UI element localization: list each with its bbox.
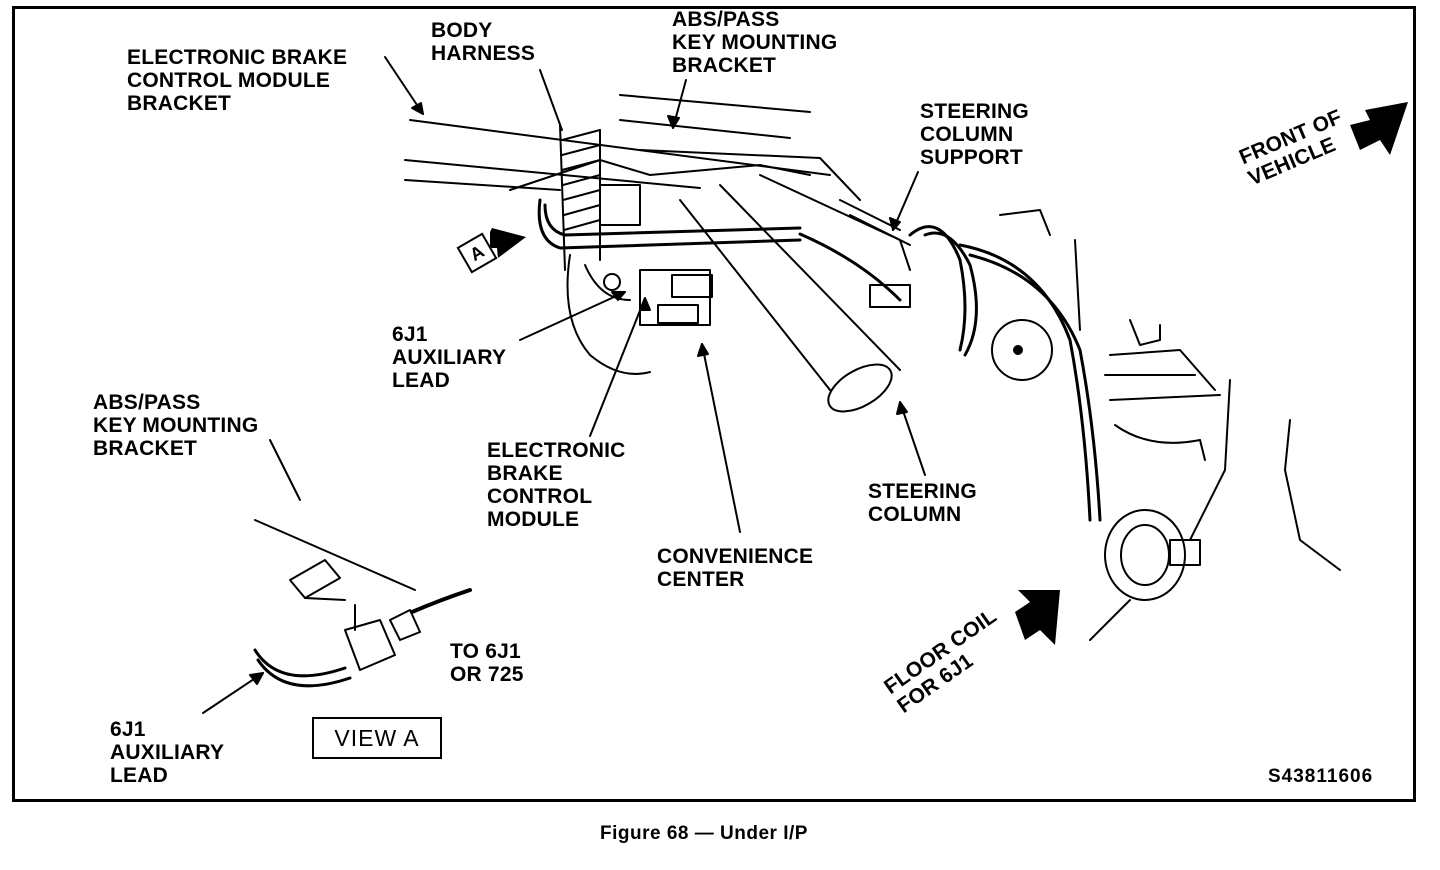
label-ebcm: ELECTRONIC BRAKE CONTROL MODULE — [487, 439, 626, 531]
harness-across — [537, 198, 902, 302]
instrument-panel-structure — [404, 94, 901, 231]
label-abs-bracket-view: ABS/PASS KEY MOUNTING BRACKET — [93, 391, 259, 460]
steering-column-drawing — [679, 174, 911, 413]
ebcm-module-drawing — [566, 184, 713, 375]
label-steering-column-support: STEERING COLUMN SUPPORT — [920, 100, 1029, 169]
label-steering-column: STEERING COLUMN — [868, 480, 977, 526]
view-a-inset-drawing — [253, 519, 472, 688]
floor-coil-harness — [958, 243, 1201, 601]
label-convenience-center: CONVENIENCE CENTER — [657, 545, 814, 591]
label-ebcm-bracket: ELECTRONIC BRAKE CONTROL MODULE BRACKET — [127, 46, 348, 115]
diagram-frame — [12, 6, 1416, 802]
floor-coil-arrow — [1015, 590, 1060, 645]
direction-arrows — [490, 102, 1408, 645]
label-to-6j1: TO 6J1 OR 725 — [450, 640, 524, 686]
view-a-box: VIEW A — [312, 717, 442, 759]
figure-code: S43811606 — [1268, 766, 1374, 787]
figure-caption: Figure 68 — Under I/P — [600, 823, 808, 844]
front-of-vehicle-arrow — [1350, 102, 1408, 155]
label-abs-bracket-top: ABS/PASS KEY MOUNTING BRACKET — [672, 8, 838, 77]
label-6j1-auxiliary-lead: 6J1 AUXILIARY LEAD — [392, 323, 507, 392]
leader-arrowheads — [249, 102, 908, 685]
label-body-harness: BODY HARNESS — [431, 19, 536, 65]
body-structure-right — [999, 209, 1341, 641]
label-6j1-auxiliary-lead-view: 6J1 AUXILIARY LEAD — [110, 718, 225, 787]
steering-support-harness — [908, 225, 978, 357]
view-a-arrow — [490, 228, 526, 258]
